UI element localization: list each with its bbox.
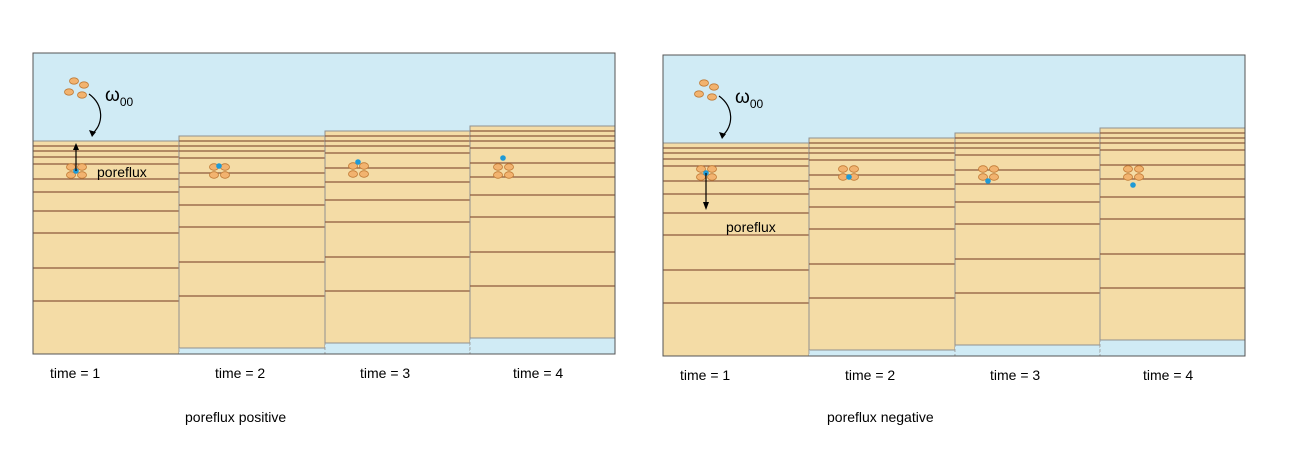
sediment-column-time-3: [954, 132, 1101, 357]
time-label-1: time = 1: [680, 367, 730, 383]
time-label-3: time = 3: [360, 365, 410, 381]
grain-cluster-time-3: [978, 165, 999, 181]
poreflux-label: poreflux: [97, 164, 147, 180]
time-label-1: time = 1: [50, 365, 100, 381]
grain-cluster-time-3: [348, 162, 369, 178]
sediment-column-time-1: [662, 142, 810, 357]
deposition-arrow: [718, 95, 732, 137]
sediment-column-time-2: [178, 135, 326, 355]
panel-poreflux-negative: ω00 poreflux time = 1 time = 2 tim: [662, 54, 1246, 425]
solute-dot-time-3: [355, 159, 361, 165]
sediment-column-time-4: [1099, 127, 1246, 357]
poreflux-label: poreflux: [726, 219, 776, 235]
solute-dot-time-2: [846, 174, 852, 180]
sediment-column-time-4: [469, 125, 616, 355]
deposition-arrow: [88, 93, 102, 135]
solute-dot-time-4: [500, 155, 506, 161]
omega-label: ω00: [735, 87, 764, 111]
sediment-column-time-2: [808, 137, 956, 357]
settling-particles: [64, 77, 89, 99]
time-label-4: time = 4: [1143, 367, 1193, 383]
time-label-2: time = 2: [845, 367, 895, 383]
panel-caption: poreflux negative: [827, 409, 934, 425]
grain-cluster-time-4: [1123, 165, 1144, 181]
solute-dot-time-2: [216, 163, 222, 169]
solute-dot-time-4: [1130, 182, 1136, 188]
grain-cluster-time-4: [493, 163, 514, 179]
time-label-3: time = 3: [990, 367, 1040, 383]
grain-cluster-time-1: [66, 163, 87, 179]
solute-dot-time-3: [985, 178, 991, 184]
time-label-2: time = 2: [215, 365, 265, 381]
panel-caption: poreflux positive: [185, 409, 286, 425]
panel-poreflux-positive: ω00 poreflux time = 1 time = 2 tim: [32, 52, 616, 425]
sediment-column-time-1: [32, 140, 180, 355]
grain-cluster-time-1: [696, 165, 717, 181]
time-label-4: time = 4: [513, 365, 563, 381]
sediment-column-time-3: [324, 130, 471, 355]
settling-particles: [694, 79, 719, 101]
omega-label: ω00: [105, 85, 134, 109]
